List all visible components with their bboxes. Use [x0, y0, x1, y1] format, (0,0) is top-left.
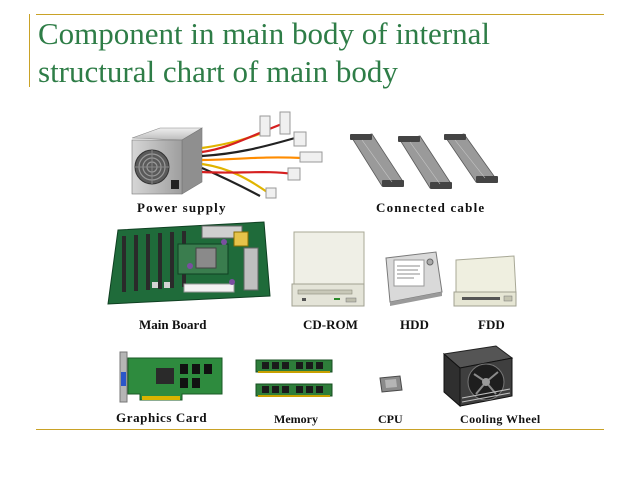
cpu-image: [379, 375, 403, 393]
label-power-supply: Power supply: [137, 200, 227, 215]
title-line-1: Component in main body of internal: [38, 16, 491, 51]
title-line-2: structural chart of main body: [38, 54, 398, 89]
slide-title: Component in main body of internal struc…: [38, 15, 598, 91]
power-supply-image: [131, 111, 323, 199]
left-accent-rule: [29, 14, 30, 87]
graphics-card-image: [119, 351, 223, 403]
label-graphics-card: Graphics Card: [116, 410, 208, 425]
cd-rom-image: [291, 231, 365, 307]
connected-cable-image: [350, 133, 498, 189]
cooling-wheel-image: [442, 345, 514, 408]
label-cpu: CPU: [378, 412, 403, 426]
hdd-image: [385, 251, 443, 306]
fdd-image: [453, 255, 517, 307]
label-memory: Memory: [274, 412, 318, 426]
label-connected-cable: Connected cable: [376, 200, 486, 215]
label-main-board: Main Board: [139, 317, 207, 332]
top-rule: [36, 14, 604, 15]
label-hdd: HDD: [400, 317, 429, 332]
label-cd-rom: CD-ROM: [303, 317, 358, 332]
label-cooling-wheel: Cooling Wheel: [460, 412, 541, 426]
main-board-image: [107, 221, 271, 305]
memory-image: [255, 359, 333, 397]
bottom-rule: [36, 429, 604, 430]
label-fdd: FDD: [478, 317, 505, 332]
